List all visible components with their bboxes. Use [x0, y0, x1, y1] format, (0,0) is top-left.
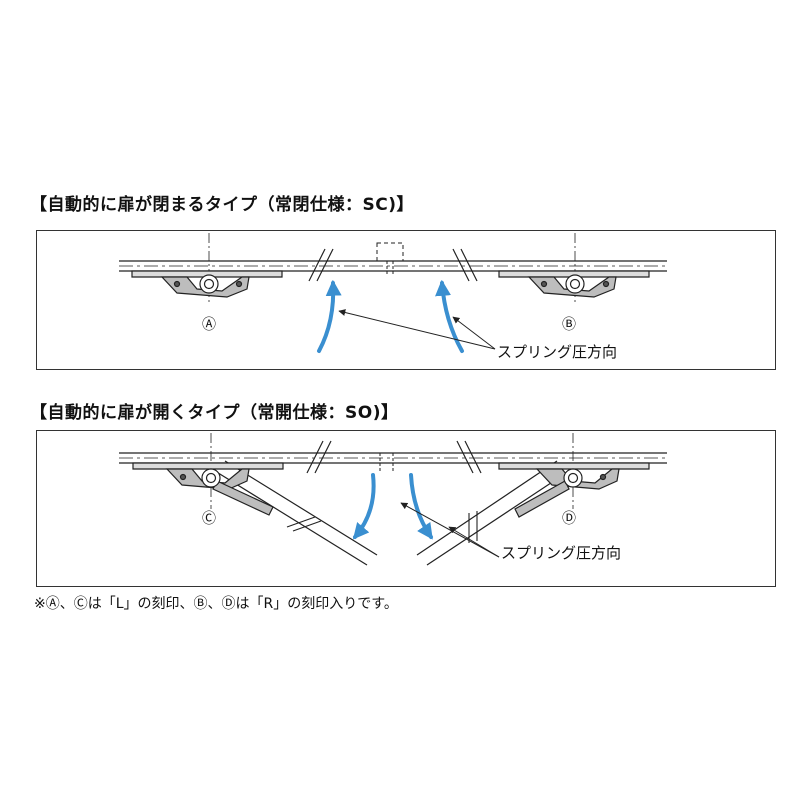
hinge-a	[131, 270, 283, 298]
callout-sc: スプリング圧方向	[497, 343, 617, 361]
mark-d: Ⓓ	[562, 511, 576, 527]
spring-arrows-so	[352, 473, 433, 540]
spring-arrow-right	[435, 279, 464, 353]
mark-c: Ⓒ	[202, 511, 216, 527]
mark-b: Ⓑ	[562, 317, 576, 333]
spring-arrows-sc	[317, 279, 464, 353]
spring-arrow-left	[352, 473, 376, 540]
diagram-sc: Ⓐ Ⓑ スプリング圧方向	[119, 233, 667, 361]
hinge-d	[498, 462, 650, 518]
heading-sc: 【自動的に扉が閉まるタイプ（常閉仕様：SC)】	[30, 195, 414, 215]
leader-lines-sc	[338, 309, 496, 350]
hinge-c	[132, 462, 284, 516]
diagram-panel-so: Ⓒ Ⓓ スプリング圧方向	[36, 430, 776, 587]
spring-arrow-left	[317, 279, 342, 353]
heading-so: 【自動的に扉が開くタイプ（常開仕様：SO)】	[30, 403, 399, 423]
spring-arrow-right	[409, 473, 433, 540]
leader-lines-so	[400, 502, 500, 558]
callout-so: スプリング圧方向	[501, 544, 621, 562]
mark-a: Ⓐ	[202, 317, 216, 333]
footnote: ※Ⓐ、Ⓒは「L」の刻印、Ⓑ、Ⓓは「R」の刻印入りです。	[34, 596, 398, 612]
diagram-so: Ⓒ Ⓓ スプリング圧方向	[119, 433, 667, 566]
hinge-b	[498, 270, 650, 298]
diagram-panel-sc: Ⓐ Ⓑ スプリング圧方向	[36, 230, 776, 370]
